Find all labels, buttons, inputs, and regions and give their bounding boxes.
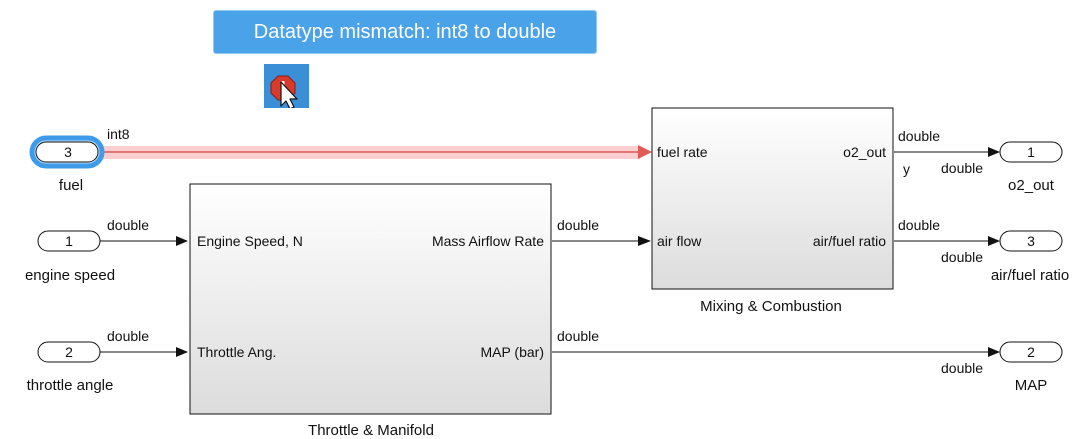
signal-line-map[interactable] [552, 347, 1000, 357]
outport-number: 3 [1027, 233, 1035, 249]
signal-type-o2-out-dest: double [941, 160, 983, 176]
block-input-port-label: air flow [657, 233, 702, 249]
outport-label-air-fuel-ratio: air/fuel ratio [991, 267, 1069, 284]
signal-type-throttle-angle: double [107, 328, 149, 344]
inport-number: 2 [65, 344, 73, 360]
signal-type-air-fuel-ratio: double [898, 217, 940, 233]
block-throttle-manifold[interactable]: Engine Speed, N Throttle Ang. Mass Airfl… [189, 183, 552, 415]
arrowhead [988, 147, 1000, 157]
error-badge[interactable] [264, 64, 309, 110]
arrowhead [988, 347, 1000, 357]
signal-type-map: double [557, 328, 599, 344]
block-output-port-label: o2_out [843, 144, 886, 160]
outport-air-fuel-ratio[interactable]: 3 [999, 230, 1063, 252]
inport-label-engine-speed: engine speed [25, 267, 115, 284]
signal-type-engine-speed: double [107, 217, 149, 233]
arrowhead [638, 145, 652, 159]
outport-o2-out[interactable]: 1 [999, 141, 1063, 163]
inport-fuel[interactable]: 3 [29, 135, 105, 169]
block-output-port-label: air/fuel ratio [813, 233, 886, 249]
block-output-port-label: MAP (bar) [480, 344, 544, 360]
block-output-port-label: Mass Airflow Rate [432, 233, 544, 249]
signal-type-o2-out: double [898, 128, 940, 144]
inport-number: 1 [65, 233, 73, 249]
signal-line-mass-airflow[interactable] [552, 236, 651, 246]
block-mixing-combustion[interactable]: fuel rate air flow o2_out air/fuel ratio [651, 107, 894, 290]
error-tooltip: Datatype mismatch: int8 to double [213, 10, 597, 54]
inport-label-throttle-angle: throttle angle [27, 377, 114, 394]
inport-number: 3 [64, 144, 72, 160]
signal-name-o2-out: y [903, 161, 910, 177]
arrowhead [176, 347, 188, 357]
inport-throttle-angle[interactable]: 2 [37, 341, 101, 363]
block-input-port-label: Throttle Ang. [197, 344, 276, 360]
signal-line-fuel[interactable] [100, 145, 652, 159]
outport-label-map: MAP [1015, 377, 1048, 394]
signal-type-air-fuel-ratio-dest: double [941, 249, 983, 265]
signal-type-map-dest: double [941, 360, 983, 376]
signal-line-o2-out[interactable] [894, 147, 1000, 157]
block-name-throttle-manifold: Throttle & Manifold [308, 422, 434, 439]
signal-line-throttle-angle[interactable] [100, 347, 188, 357]
block-input-port-label: fuel rate [657, 144, 708, 160]
arrowhead [638, 236, 651, 246]
error-tooltip-text: Datatype mismatch: int8 to double [253, 20, 557, 43]
inport-label-fuel: fuel [59, 177, 83, 194]
outport-number: 2 [1027, 344, 1035, 360]
block-input-port-label: Engine Speed, N [197, 233, 303, 249]
arrowhead [988, 236, 1000, 246]
signal-type-mass-airflow: double [557, 217, 599, 233]
inport-engine-speed[interactable]: 1 [37, 230, 101, 252]
signal-type-fuel: int8 [107, 126, 130, 142]
signal-line-air-fuel-ratio[interactable] [894, 236, 1000, 246]
block-name-mixing-combustion: Mixing & Combustion [700, 298, 842, 315]
outport-map[interactable]: 2 [999, 341, 1063, 363]
arrowhead [176, 236, 188, 246]
outport-label-o2-out: o2_out [1008, 177, 1055, 194]
signal-line-engine-speed[interactable] [100, 236, 188, 246]
outport-number: 1 [1027, 144, 1035, 160]
